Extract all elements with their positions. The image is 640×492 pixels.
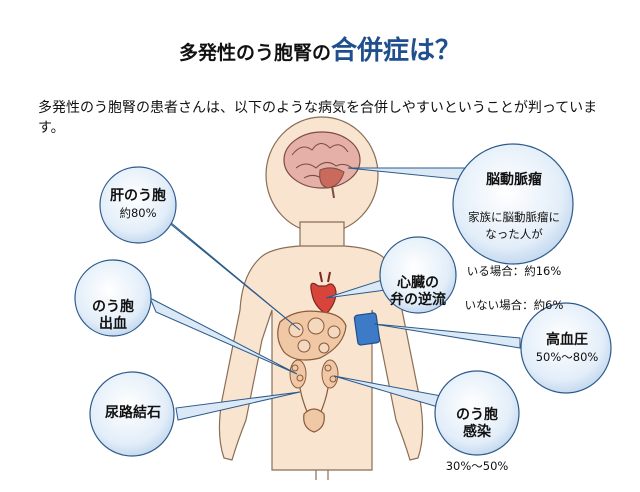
hypertension-label: 高血圧 <box>546 332 588 348</box>
bubble-aneurysm <box>452 143 574 265</box>
callout-heart: 心臓の 弁の逆流 <box>378 258 458 326</box>
callout-liver: 肝のう胞 約80% <box>98 188 178 222</box>
pointer-hemorrhage <box>148 296 298 375</box>
cyst-hemorrhage-label: のう胞 出血 <box>92 299 134 332</box>
title-part-2: 合併症は？ <box>331 36 462 66</box>
brain-icon <box>283 131 361 199</box>
bubble-stone <box>89 371 175 457</box>
cyst-infection-label: のう胞 感染 <box>456 407 498 440</box>
cyst-infection-rate: 30%～50% <box>445 459 509 473</box>
urinary-stone-label: 尿路結石 <box>105 405 161 421</box>
blood-pressure-cuff-icon <box>353 312 381 346</box>
hypertension-rate: 50%～80% <box>535 350 599 364</box>
heart-valve-label: 心臓の 弁の逆流 <box>390 275 446 308</box>
intro-text: 多発性のう胞腎の患者さんは、以下のような病気を合併しやすいということが判っていま… <box>38 100 598 136</box>
bubble-infection <box>434 370 520 456</box>
aneurysm-family-note: 家族に脳動脈瘤に なった人が <box>468 210 560 241</box>
callout-pointers <box>148 167 521 421</box>
callout-stone: 尿路結石 <box>88 405 178 422</box>
kidney-icons <box>289 359 339 389</box>
callout-aneurysm: 脳動脈瘤 家族に脳動脈瘤に なった人が いる場合：約16% いない場合：約6% <box>458 155 570 331</box>
bubble-heart <box>379 236 457 314</box>
callout-infection: のう胞 感染 30%～50% <box>437 390 517 492</box>
neck <box>299 221 345 249</box>
callout-hypertension: 高血圧 50%～80% <box>524 332 610 366</box>
bubble-hypertension <box>520 302 612 394</box>
pointer-hypertension <box>373 323 521 349</box>
bladder-icon <box>303 408 325 433</box>
callout-hemorrhage: のう胞 出血 <box>73 282 153 350</box>
page-title: 多発性のう胞腎の合併症は？ <box>0 30 640 67</box>
complications-diagram <box>74 116 612 480</box>
bubble-hemorrhage <box>74 259 152 337</box>
aneurysm-without-family: いない場合：約6% <box>464 298 564 312</box>
liver-icon <box>277 310 347 361</box>
bubble-liver <box>99 166 177 244</box>
pointer-stone <box>175 391 301 421</box>
title-part-1: 多発性のう胞腎の <box>178 42 331 64</box>
liver-cyst-label: 肝のう胞 <box>110 188 166 204</box>
liver-cyst-rate: 約80% <box>119 206 157 220</box>
aneurysm-label: 脳動脈瘤 <box>486 172 542 188</box>
aneurysm-with-family: いる場合：約16% <box>466 264 562 278</box>
